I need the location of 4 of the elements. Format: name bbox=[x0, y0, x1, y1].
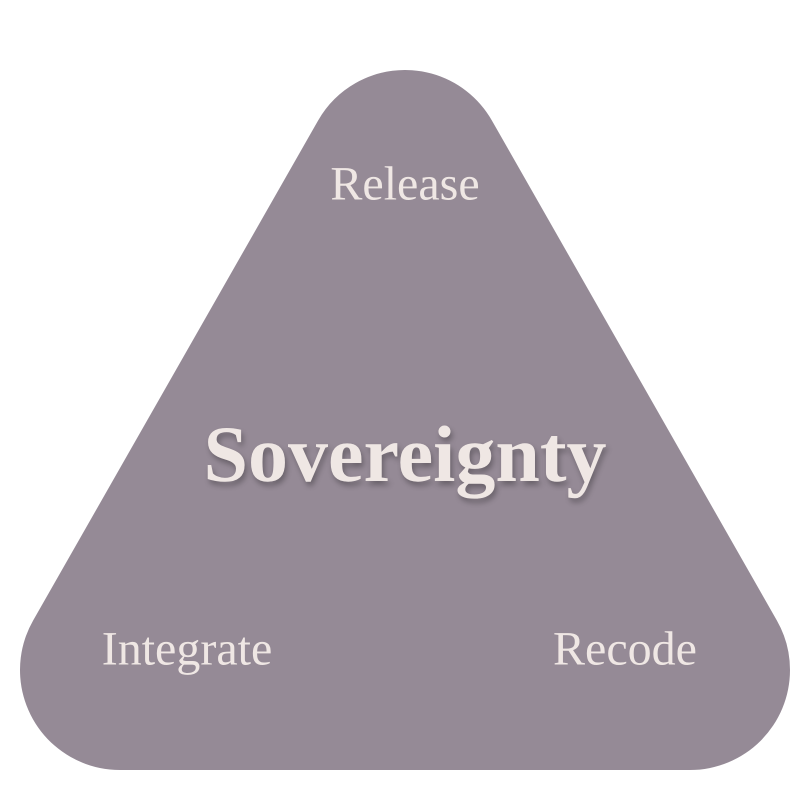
center-title: Sovereignty bbox=[204, 411, 606, 499]
vertex-label: Release bbox=[330, 158, 480, 212]
vertex-label: Recode bbox=[553, 624, 697, 676]
vertex-label: Integrate bbox=[102, 624, 272, 676]
